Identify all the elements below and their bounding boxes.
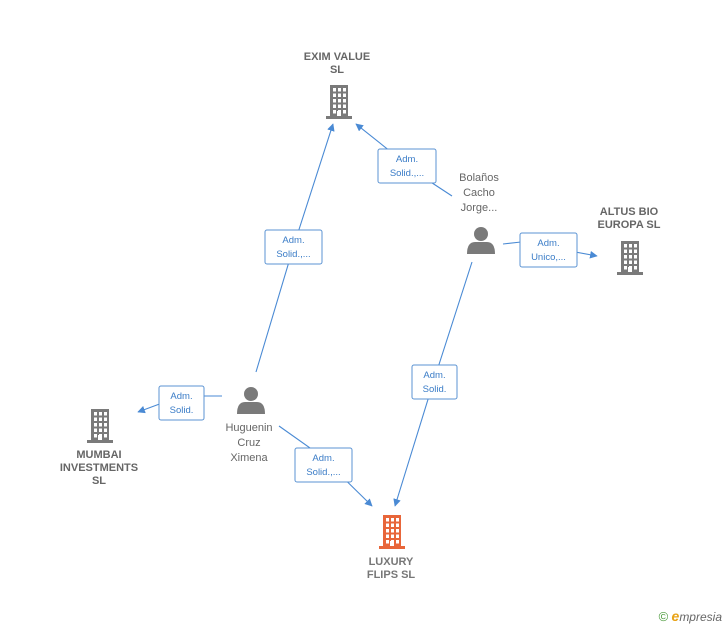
edge-label-text: Adm. bbox=[282, 235, 304, 246]
node-label-mumbai: INVESTMENTS bbox=[60, 462, 138, 474]
brand-initial: e bbox=[671, 608, 680, 624]
edge-label-bolanos-exim[interactable]: Adm. Solid.,... bbox=[377, 148, 437, 184]
person-icon bbox=[467, 227, 495, 254]
edge-label-box bbox=[377, 148, 437, 184]
node-label-mumbai: MUMBAI bbox=[76, 449, 121, 461]
node-label-altus: ALTUS BIO bbox=[600, 206, 659, 218]
node-label-luxury: FLIPS SL bbox=[367, 569, 416, 581]
edge-label-text: Unico,... bbox=[531, 252, 566, 263]
edge-label-text: Solid.,... bbox=[390, 168, 424, 179]
edge-label-text: Adm. bbox=[396, 154, 418, 165]
edge-label-text: Adm. bbox=[170, 391, 192, 402]
edge-label-box bbox=[519, 232, 578, 268]
node-label-huguenin: Ximena bbox=[230, 452, 268, 464]
node-label-huguenin: Cruz bbox=[237, 437, 260, 449]
edge-label-text: Solid. bbox=[423, 384, 447, 395]
node-label-bolanos: Jorge... bbox=[461, 202, 498, 214]
node-bolanos[interactable]: BolañosCachoJorge... bbox=[459, 172, 499, 254]
node-label-bolanos: Cacho bbox=[463, 187, 495, 199]
edge-label-huguenin-exim[interactable]: Adm. Solid.,... bbox=[264, 229, 323, 265]
edge-label-box bbox=[158, 385, 205, 421]
edge-label-box bbox=[294, 447, 353, 483]
building-icon bbox=[326, 85, 352, 119]
footer-brand: © empresia bbox=[659, 608, 722, 624]
edge-label-bolanos-luxury[interactable]: Adm. Solid. bbox=[411, 364, 458, 400]
edge-label-text: Adm. bbox=[537, 238, 559, 249]
brand-name: mpresia bbox=[679, 610, 722, 624]
edge-label-bolanos-altus[interactable]: Adm. Unico,... bbox=[519, 232, 578, 268]
edge-label-text: Solid.,... bbox=[276, 249, 310, 260]
edge-label-text: Adm. bbox=[312, 453, 334, 464]
edge-label-huguenin-mumbai[interactable]: Adm. Solid. bbox=[158, 385, 205, 421]
node-label-huguenin: Huguenin bbox=[225, 422, 272, 434]
node-label-altus: EUROPA SL bbox=[598, 219, 661, 231]
copyright-symbol: © bbox=[658, 609, 669, 624]
edge-label-text: Solid.,... bbox=[306, 467, 340, 478]
building-icon bbox=[379, 515, 405, 549]
node-label-bolanos: Bolaños bbox=[459, 172, 499, 184]
edge-label-box bbox=[411, 364, 458, 400]
edge-label-box bbox=[264, 229, 323, 265]
node-label-luxury: LUXURY bbox=[369, 556, 414, 568]
node-label-mumbai: SL bbox=[92, 475, 106, 487]
edge-label-text: Adm. bbox=[423, 370, 445, 381]
edge-label-huguenin-luxury[interactable]: Adm. Solid.,... bbox=[294, 447, 353, 483]
node-label-exim: SL bbox=[330, 64, 344, 76]
building-icon bbox=[87, 409, 113, 443]
node-label-exim: EXIM VALUE bbox=[304, 51, 370, 63]
edge-label-text: Solid. bbox=[170, 405, 194, 416]
person-icon bbox=[237, 387, 265, 414]
building-icon bbox=[617, 241, 643, 275]
